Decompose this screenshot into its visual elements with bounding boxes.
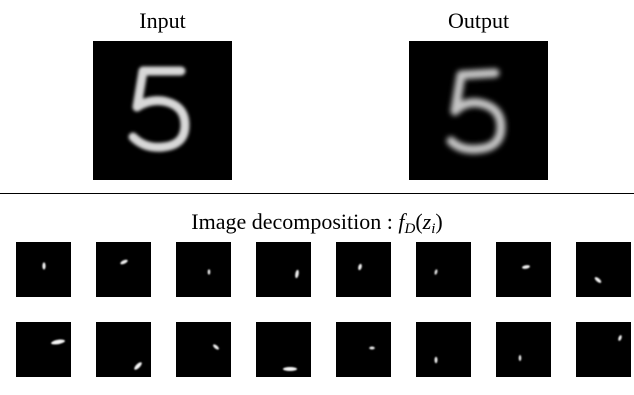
component-tile <box>96 242 151 297</box>
component-tile <box>176 242 231 297</box>
component-tile <box>16 242 71 297</box>
input-image <box>93 41 232 180</box>
decomposition-prefix: Image decomposition : <box>191 209 399 234</box>
component-tile <box>176 322 231 377</box>
decomposition-grid <box>16 242 634 392</box>
decomposition-paren-open: ( <box>415 209 423 234</box>
component-tile <box>336 242 391 297</box>
decomposition-func-sub: D <box>404 221 416 237</box>
component-tile <box>256 242 311 297</box>
component-tile <box>496 322 551 377</box>
decomposition-arg: z <box>422 209 432 234</box>
component-tile <box>256 322 311 377</box>
component-tile <box>96 322 151 377</box>
decomposition-func: f <box>398 209 405 234</box>
component-tile <box>416 322 471 377</box>
decomposition-arg-sub: i <box>431 221 436 237</box>
decomposition-title: Image decomposition : fD(zi) <box>0 211 634 237</box>
decomposition-paren-close: ) <box>435 209 443 234</box>
component-tile <box>416 242 471 297</box>
section-divider <box>0 193 634 194</box>
component-tile <box>496 242 551 297</box>
input-caption: Input <box>139 8 186 33</box>
output-image <box>409 41 548 180</box>
output-caption: Output <box>447 8 510 33</box>
component-tile <box>576 242 631 297</box>
component-tile <box>336 322 391 377</box>
component-tile <box>16 322 71 377</box>
component-tile <box>576 322 631 377</box>
